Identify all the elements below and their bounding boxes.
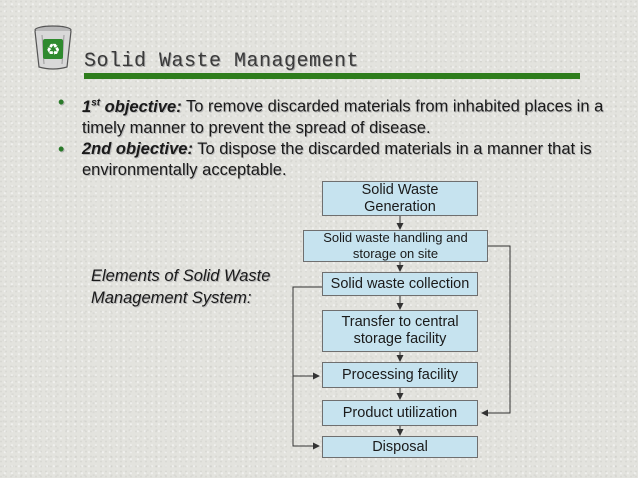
page-title: Solid Waste Management (84, 50, 360, 73)
flow-box-transfer: Transfer to central storage facility (322, 310, 478, 352)
flow-box-disposal: Disposal (322, 436, 478, 458)
flow-box-handling: Solid waste handling and storage on site (303, 230, 488, 262)
objective-text-1: To remove discarded materials from inhab… (82, 97, 604, 137)
objective-item-2: 2nd objective: To dispose the discarded … (58, 139, 618, 181)
recycle-bin-icon: ♻ (30, 24, 76, 70)
title-underline-bar (84, 73, 580, 79)
flow-box-collection: Solid waste collection (322, 272, 478, 296)
objective-item-1: 1st objective: To remove discarded mater… (58, 92, 618, 139)
objective-label-1: 1st objective: (82, 97, 182, 116)
objectives-list: 1st objective: To remove discarded mater… (58, 92, 618, 181)
objective-label-2: 2nd objective: (82, 139, 193, 158)
objective-text-2: To dispose the discarded materials in a … (82, 139, 592, 179)
arrow-handling-to-product (481, 245, 511, 417)
flow-box-product: Product utilization (322, 400, 478, 426)
flow-box-generation: Solid Waste Generation (322, 181, 478, 216)
flow-box-processing: Processing facility (322, 362, 478, 388)
svg-text:♻: ♻ (46, 40, 60, 59)
arrow-collection-to-disposal (292, 286, 322, 450)
elements-label: Elements of Solid Waste Management Syste… (91, 267, 271, 307)
